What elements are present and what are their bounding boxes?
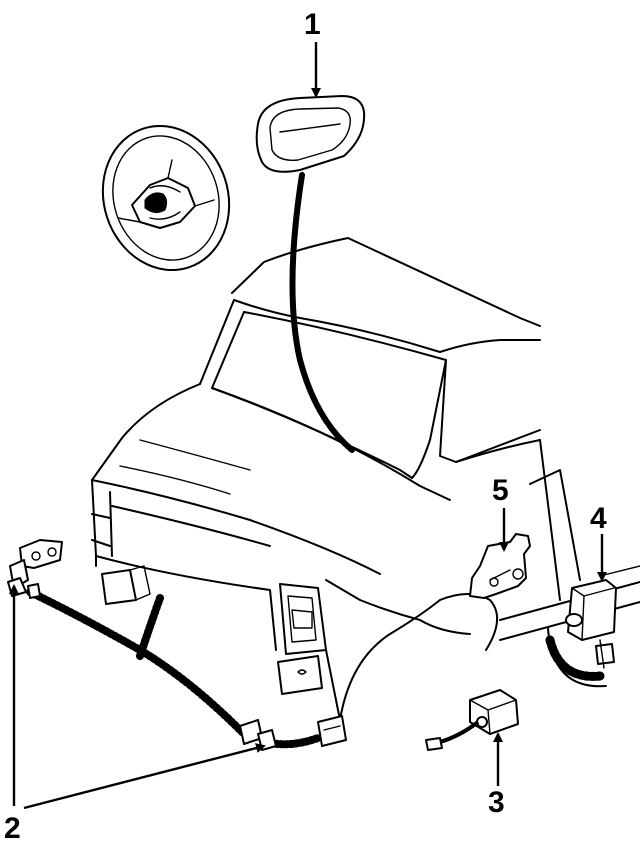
part-3-sensor bbox=[425, 689, 519, 751]
part-2-sensor-left bbox=[7, 539, 63, 599]
arrow-2b bbox=[23, 743, 266, 810]
front-harness bbox=[26, 588, 347, 749]
callout-arrows bbox=[9, 42, 607, 810]
part-5-bracket bbox=[469, 533, 531, 599]
part-1-airbag-module bbox=[255, 95, 366, 173]
callout-2: 2 bbox=[4, 812, 21, 845]
callout-5: 5 bbox=[492, 474, 509, 507]
callout-4: 4 bbox=[590, 502, 607, 535]
part-4-module bbox=[565, 579, 617, 669]
module-lead-wire bbox=[289, 172, 355, 453]
part-2-sensor-right bbox=[239, 719, 277, 751]
steering-wheel bbox=[101, 124, 231, 272]
vehicle-body bbox=[91, 237, 640, 721]
callout-3: 3 bbox=[488, 786, 505, 819]
callout-1: 1 bbox=[304, 8, 321, 41]
